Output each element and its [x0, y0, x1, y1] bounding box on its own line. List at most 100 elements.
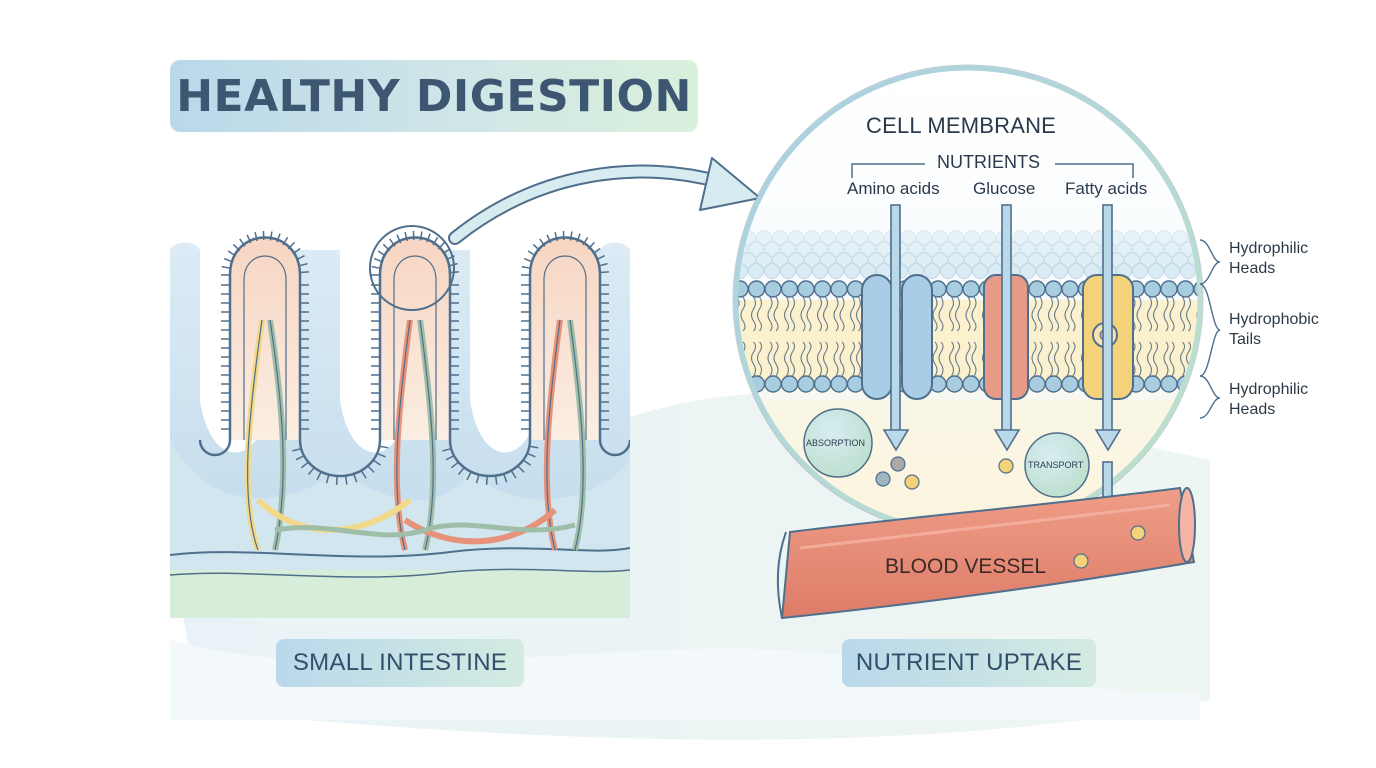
crypt	[448, 439, 532, 478]
crypt-edge	[198, 439, 232, 457]
faded-head	[964, 230, 980, 246]
lipid-head	[780, 280, 799, 298]
lipid-tail	[954, 341, 961, 377]
faded-head	[972, 241, 988, 257]
microvillus	[227, 250, 237, 257]
microvillus	[426, 233, 431, 243]
faded-head	[1116, 241, 1132, 257]
faded-head	[804, 252, 820, 268]
microvillus	[527, 250, 537, 257]
particle	[904, 474, 920, 490]
lipid-tail	[1179, 296, 1186, 332]
faded-head	[924, 263, 940, 279]
faded-head	[1036, 241, 1052, 257]
microvillus	[522, 459, 532, 466]
faded-head	[736, 230, 740, 246]
lipid-tail	[1037, 341, 1043, 377]
particle	[875, 471, 891, 487]
layer-label-tails: Hydrophobic Tails	[1229, 311, 1319, 348]
lipid-tail	[1163, 296, 1169, 332]
faded-head	[844, 241, 860, 257]
microvillus	[546, 234, 552, 244]
faded-head	[1076, 252, 1092, 268]
faded-head	[796, 263, 812, 279]
lipid-head	[797, 375, 815, 393]
microvillus	[532, 243, 541, 252]
faded-head	[1140, 252, 1156, 268]
lipid-tail	[800, 296, 806, 332]
faded-head	[812, 241, 828, 257]
title-banner: HEALTHY DIGESTION	[170, 60, 698, 132]
lipid-head	[1044, 375, 1063, 393]
microvillus	[360, 470, 367, 479]
small-intestine-section	[170, 150, 630, 618]
microvillus	[371, 265, 381, 270]
lipid-head	[1160, 280, 1178, 298]
lipid-head	[813, 280, 832, 298]
lipid-tail	[1196, 296, 1200, 332]
faded-head	[948, 230, 964, 246]
microvillus	[598, 262, 608, 267]
lipid-tail	[965, 341, 971, 377]
microvillus	[246, 234, 252, 244]
lipid-tail	[849, 296, 856, 332]
nutrient-uptake-pill: NUTRIENT UPTAKE	[842, 639, 1096, 687]
lipid-tail	[767, 341, 773, 377]
lipid-head	[1061, 280, 1079, 298]
nutrient-glucose: Glucose	[973, 179, 1036, 198]
faded-head	[1124, 252, 1140, 268]
microvillus	[569, 231, 573, 241]
blood-vessel-label: BLOOD VESSEL	[885, 555, 1047, 578]
faded-head	[868, 252, 884, 268]
faded-head	[1068, 241, 1084, 257]
crypt	[298, 439, 382, 478]
lipid-tail	[948, 296, 955, 332]
faded-head	[764, 263, 780, 279]
faded-head	[820, 252, 836, 268]
lipid-tail	[1163, 341, 1169, 377]
microvillus	[295, 455, 305, 461]
microvillus	[445, 455, 455, 461]
microvillus	[372, 459, 382, 466]
channel-blue-left	[861, 274, 893, 400]
cell-membrane-label: CELL MEMBRANE	[866, 113, 1057, 138]
lipid-tail	[1152, 341, 1159, 377]
microvillus	[475, 474, 480, 484]
lipid-tail	[1053, 296, 1060, 332]
microvillus	[526, 452, 536, 458]
microvillus	[502, 473, 508, 483]
lipid-head	[945, 280, 964, 298]
microvillus	[316, 471, 322, 481]
microvillus	[282, 236, 289, 246]
nutrients-heading: NUTRIENTS	[937, 152, 1040, 172]
lipid-tail	[1070, 341, 1076, 377]
lipid-head	[764, 375, 782, 393]
lipid-tail	[1064, 341, 1070, 377]
lipid-head	[1044, 280, 1063, 298]
faded-head	[924, 241, 940, 257]
microvillus	[300, 461, 309, 469]
faded-head	[1180, 263, 1196, 279]
microvillus	[221, 265, 231, 270]
lipid-tail	[773, 296, 779, 332]
lipid-tail	[938, 296, 944, 332]
channel-blue-right	[901, 274, 933, 400]
faded-head	[1124, 230, 1140, 246]
faded-head	[828, 263, 844, 279]
microvillus	[335, 475, 338, 485]
lipid-tail	[767, 296, 773, 332]
lipid-tail	[965, 296, 971, 332]
faded-head	[1156, 252, 1172, 268]
microvillus	[325, 474, 330, 484]
lipid-tail	[855, 296, 862, 332]
faded-head	[964, 252, 980, 268]
faded-head	[772, 252, 788, 268]
microvillus	[296, 255, 305, 261]
faded-head	[972, 263, 988, 279]
microvillus	[510, 470, 517, 479]
lipid-head	[1176, 280, 1195, 298]
faded-head	[1148, 263, 1164, 279]
microvillus	[254, 231, 258, 242]
faded-head	[1028, 252, 1044, 268]
lipid-tail	[1037, 296, 1043, 332]
